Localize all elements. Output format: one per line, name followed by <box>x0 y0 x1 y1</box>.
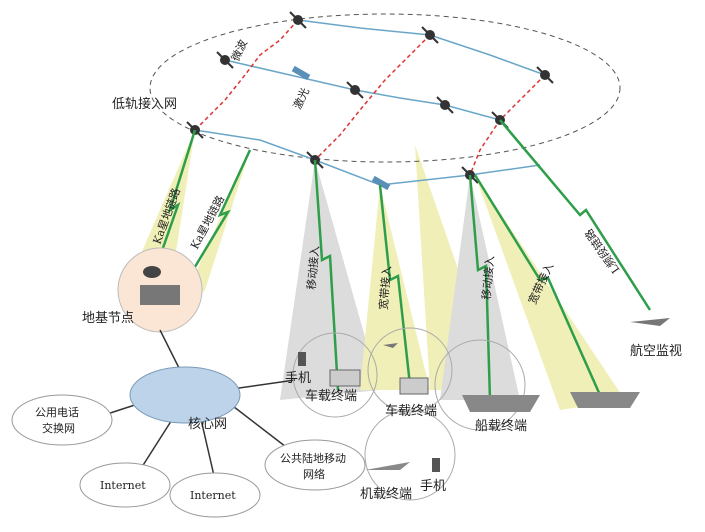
feeder-beam-1 <box>125 130 195 290</box>
satellites <box>186 11 554 191</box>
internet-label-2: Internet <box>190 489 236 502</box>
plmn-label-line2: 网络 <box>303 467 325 481</box>
phone-icon <box>298 352 306 366</box>
satellite-icon <box>436 96 454 114</box>
ground-station-icon <box>140 266 180 305</box>
satellite-icon <box>421 26 439 44</box>
plane-icon <box>383 343 398 348</box>
satellite-icon <box>536 66 554 84</box>
mobile-beam-2 <box>440 175 520 400</box>
ship-icon <box>462 395 540 412</box>
laser-label: 激光 <box>290 85 312 111</box>
ship-icon <box>570 392 640 408</box>
vehicle-label-2: 车载终端 <box>385 403 437 419</box>
vehicle-label-1: 车载终端 <box>305 388 357 404</box>
satellite-icon <box>216 51 234 69</box>
air-surveillance-label: 航空监视 <box>630 343 682 359</box>
pstn-label-line1: 公用电话 <box>35 406 79 419</box>
aircraft-terminal-label: 机载终端 <box>360 486 412 502</box>
core-network-label: 核心网 <box>188 417 227 432</box>
phone-label-1: 手机 <box>285 371 311 386</box>
mobile-beam-1 <box>280 160 380 400</box>
plane-icon <box>630 318 670 326</box>
internet-cloud-2 <box>169 472 261 518</box>
satellite-icon <box>346 81 364 99</box>
beams <box>125 130 625 410</box>
mobile-access-label-2: 移动接入 <box>480 255 497 300</box>
vehicle-icon <box>399 377 429 395</box>
phone-icon <box>432 458 440 472</box>
terminal-circles <box>292 327 526 501</box>
phone-label-2: 手机 <box>420 479 446 494</box>
aircraft-icon <box>365 462 410 470</box>
core-network-cloud <box>129 366 241 424</box>
radio-links <box>148 119 652 401</box>
broadband-access-label-1: 宽带接入 <box>376 265 394 310</box>
satellite-icon <box>289 11 307 29</box>
ground-node-label: 地基节点 <box>82 311 134 326</box>
pstn-label-line2: 交换网 <box>42 421 75 435</box>
terminals <box>298 318 670 472</box>
microwave-label: 微波 <box>228 37 250 63</box>
satellite-icon <box>371 175 391 191</box>
leo-access-label: 低轨接入网 <box>112 96 177 112</box>
plmn-cloud <box>264 439 366 491</box>
broadband-beam-1 <box>360 185 430 390</box>
plmn-label-line1: 公共陆地移动 <box>280 451 346 465</box>
clouds <box>11 366 366 518</box>
orbit-ellipse <box>149 13 621 163</box>
pstn-cloud <box>11 394 113 446</box>
ship-label: 船载终端 <box>475 418 527 434</box>
vehicle-icon <box>329 369 361 387</box>
mobile-access-label-1: 移动接入 <box>305 245 322 290</box>
satellite-icon <box>291 65 311 81</box>
internet-cloud-1 <box>79 462 171 508</box>
internet-label-1: Internet <box>100 479 146 492</box>
